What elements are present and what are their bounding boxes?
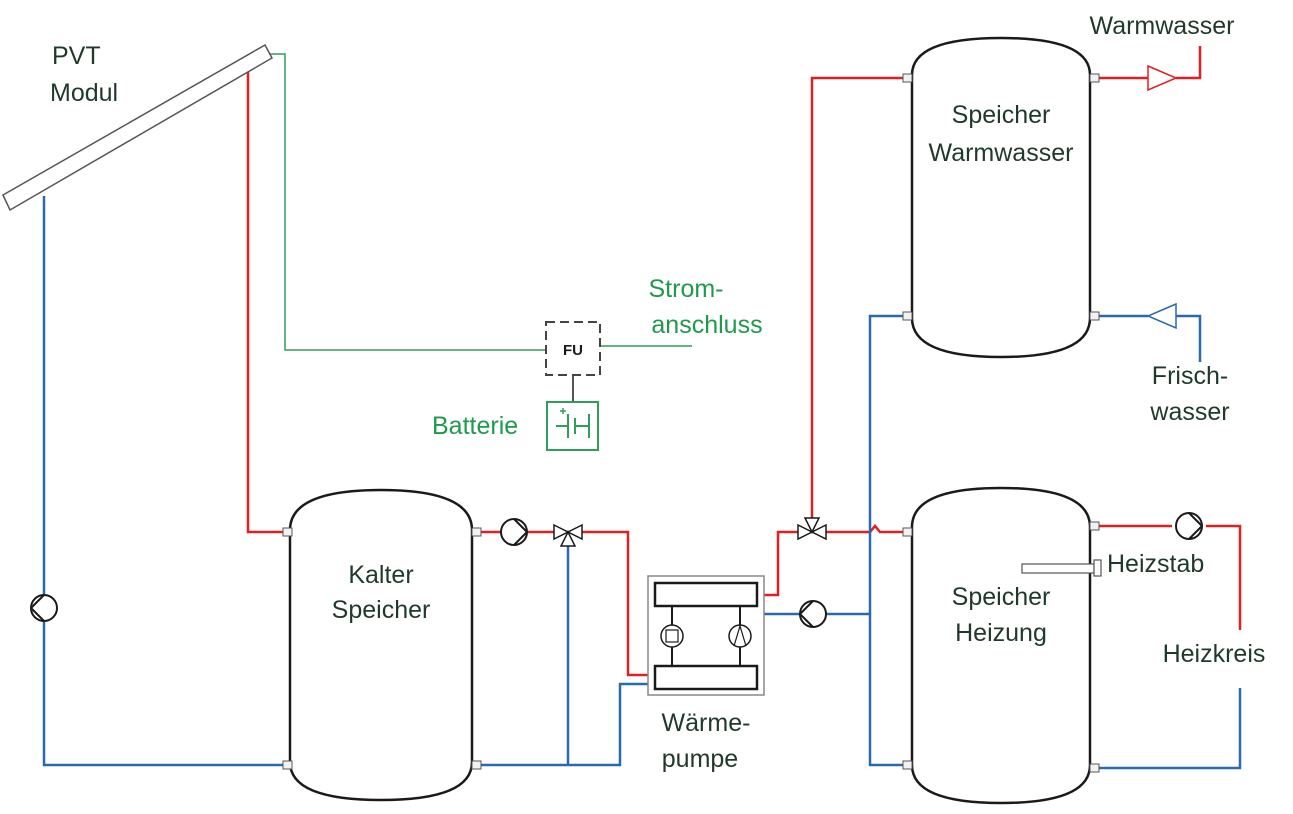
speicher-heizung-label-1: Speicher xyxy=(952,583,1051,611)
speicher-heizung-label-2: Heizung xyxy=(955,619,1047,647)
kalt-label-1: Kalter xyxy=(348,561,413,589)
kalt-out-pipe xyxy=(472,530,655,677)
wp-label-2: pumpe xyxy=(662,745,738,773)
three-way-valve-icon xyxy=(797,517,827,541)
batterie-label: Batterie xyxy=(432,412,518,440)
pump-icon xyxy=(799,600,827,628)
warmwasser-label: Warmwasser xyxy=(1090,12,1235,40)
pvt-label-2: Modul xyxy=(50,79,118,107)
tank-return-pipe xyxy=(868,314,912,767)
frisch-label-2: wasser xyxy=(1149,398,1229,426)
strom-label-1: Strom- xyxy=(649,275,724,303)
battery-icon xyxy=(546,401,599,451)
inlet-arrow-icon xyxy=(1146,302,1177,330)
fan-icon xyxy=(728,623,752,648)
pump-icon xyxy=(1175,512,1203,540)
pvt-hot-pipe xyxy=(246,68,290,534)
heizkreis-label: Heizkreis xyxy=(1163,640,1266,668)
heating-rod-icon xyxy=(1021,559,1102,577)
kalter-speicher-tank xyxy=(282,488,482,802)
heizstab-label: Heizstab xyxy=(1107,550,1204,578)
wp-label-1: Wärme- xyxy=(662,709,751,737)
strom-label-2: anschluss xyxy=(651,311,762,339)
speicher-ww-label-1: Speicher xyxy=(952,101,1051,129)
wp-hot-pipe xyxy=(760,524,912,597)
heizkreis-cold xyxy=(1092,688,1242,770)
outlet-arrow-icon xyxy=(1147,64,1178,92)
pvt-module xyxy=(2,43,274,212)
pvt-label-1: PVT xyxy=(52,42,101,70)
fu-inverter-box xyxy=(545,321,601,376)
ww-out-pipe-2 xyxy=(1176,46,1202,80)
pump-icon xyxy=(30,594,58,622)
fu-label: FU xyxy=(563,342,583,359)
heizkreis-hot-2 xyxy=(1206,524,1242,630)
kalt-label-2: Speicher xyxy=(332,596,431,624)
pvt-cold-pipe xyxy=(42,196,290,767)
speicher-ww-label-2: Warmwasser xyxy=(929,139,1074,167)
frisch-label-1: Frisch- xyxy=(1152,362,1228,390)
kalt-return-pipe xyxy=(472,682,655,767)
pump-icon xyxy=(500,518,528,546)
pvt-electric-line xyxy=(268,53,546,351)
ww-hot-pipe xyxy=(810,76,912,522)
frisch-pipe-2 xyxy=(1176,314,1202,362)
three-way-valve-icon xyxy=(553,523,583,547)
speicher-warmwasser-tank xyxy=(902,36,1100,359)
